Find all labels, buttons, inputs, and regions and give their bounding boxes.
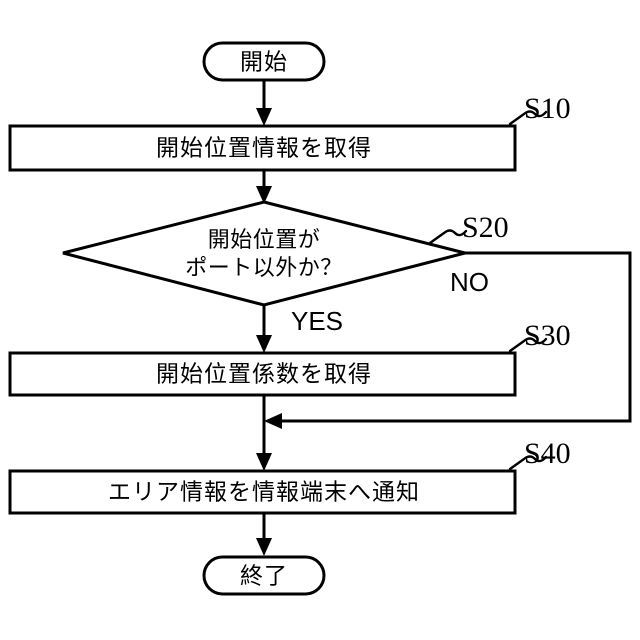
node-s10[interactable]: 開始位置情報を取得: [8, 124, 517, 172]
step-label-s40-text: S40: [524, 437, 571, 470]
step-label-s10: S10: [508, 92, 571, 126]
node-s10-label: 開始位置情報を取得: [156, 136, 372, 162]
branch-label-no: NO: [450, 267, 489, 297]
connector-s40-to-end: [256, 512, 272, 556]
connector-s20-yes-to-s30: [256, 305, 272, 353]
step-label-s20: S20: [428, 211, 509, 245]
node-start-label: 開始: [240, 50, 288, 76]
connector-start-to-s10: [256, 80, 272, 126]
step-label-s10-text: S10: [524, 92, 571, 125]
node-s40[interactable]: エリア情報を情報端末へ通知: [8, 469, 517, 515]
node-s30[interactable]: 開始位置係数を取得: [8, 351, 517, 397]
connector-s20-no-bypass: [264, 251, 632, 429]
step-label-s30-text: S30: [524, 319, 571, 352]
node-end-label: 終了: [240, 564, 288, 590]
node-s20-label-line1: 開始位置が: [208, 228, 321, 253]
step-label-s40: S40: [508, 437, 571, 471]
node-s40-label: エリア情報を情報端末へ通知: [108, 480, 420, 506]
step-label-s20-text: S20: [462, 211, 509, 244]
node-s30-label: 開始位置係数を取得: [156, 362, 372, 388]
node-s20-label-line2: ポート以外か？: [185, 256, 343, 281]
connector-s10-to-s20: [256, 170, 272, 204]
branch-label-yes: YES: [291, 306, 343, 336]
step-label-s30: S30: [508, 319, 571, 353]
node-end[interactable]: 終了: [202, 555, 326, 596]
connector-s30-to-s40: [256, 395, 272, 471]
node-s20[interactable]: 開始位置が ポート以外か？: [62, 200, 466, 307]
node-start[interactable]: 開始: [202, 41, 326, 82]
